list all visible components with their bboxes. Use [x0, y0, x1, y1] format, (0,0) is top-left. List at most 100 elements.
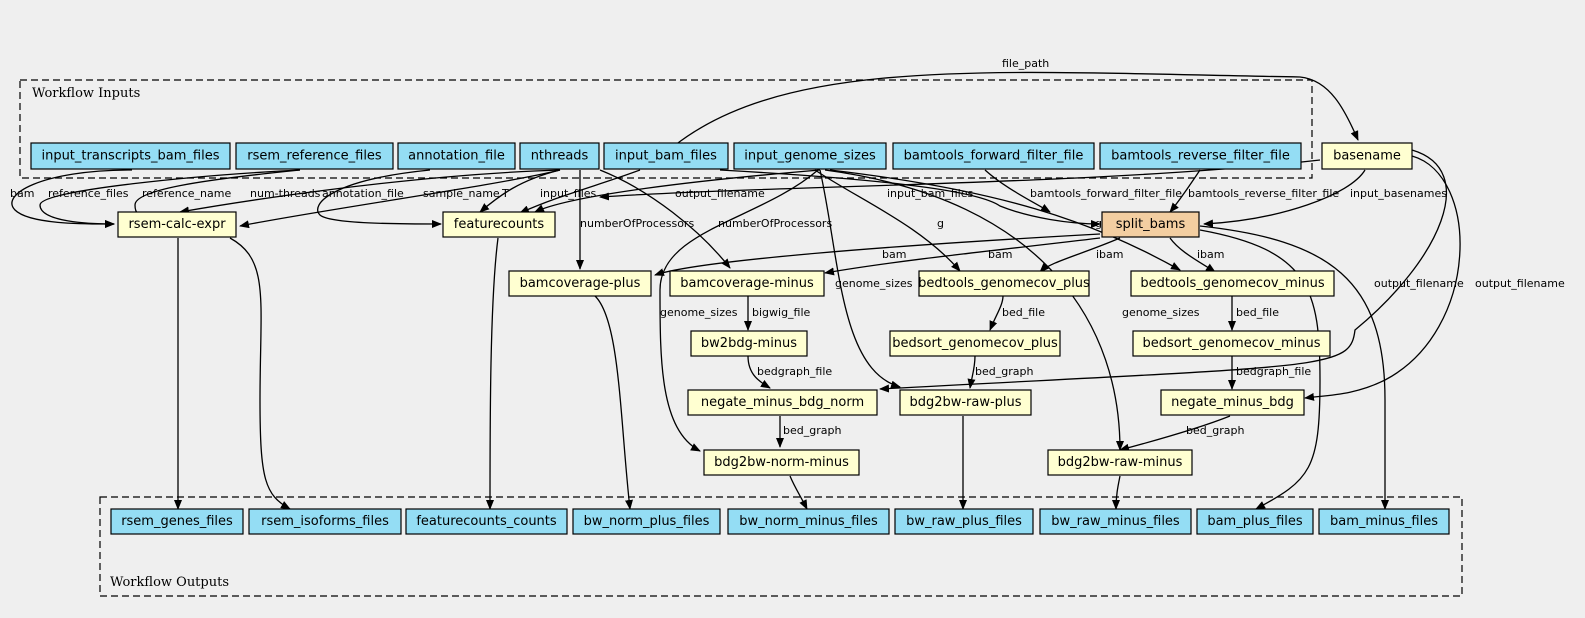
- node-bamtools-forward-filter-file[interactable]: bamtools_forward_filter_file: [892, 142, 1095, 170]
- node-label: basename: [1333, 149, 1401, 164]
- node-label: bdg2bw-raw-plus: [909, 395, 1021, 410]
- node-negate-minus-bdg[interactable]: negate_minus_bdg: [1160, 389, 1305, 416]
- edge-label-output-filename-raw: output_filename: [1475, 277, 1565, 290]
- node-bedsort-genomecov-minus[interactable]: bedsort_genomecov_minus: [1132, 330, 1331, 357]
- node-label: annotation_file: [408, 149, 505, 164]
- node-rsem-isoforms-files[interactable]: rsem_isoforms_files: [248, 508, 402, 535]
- node-bam-plus-files[interactable]: bam_plus_files: [1196, 508, 1314, 535]
- workflow-inputs-title: Workflow Inputs: [32, 86, 140, 101]
- edge-label-input-basenames: input_basenames: [1350, 187, 1447, 200]
- edge-label-bed-file-minus: bed_file: [1236, 306, 1279, 319]
- node-negate-minus-bdg-norm[interactable]: negate_minus_bdg_norm: [687, 389, 878, 416]
- edge: [486, 237, 499, 510]
- node-bw-norm-minus-files[interactable]: bw_norm_minus_files: [727, 508, 890, 535]
- edge: [1039, 237, 1121, 273]
- edge-label-bed-graph-norm-minus: bed_graph: [783, 424, 841, 437]
- edge: [879, 149, 1448, 393]
- edge: [1119, 415, 1231, 452]
- node-bw-raw-minus-files[interactable]: bw_raw_minus_files: [1039, 508, 1192, 535]
- edge: [534, 169, 821, 213]
- edge-label-reference-name: reference_name: [142, 187, 231, 200]
- node-rsem-reference-files[interactable]: rsem_reference_files: [235, 142, 394, 170]
- node-bamcoverage-minus[interactable]: bamcoverage-minus: [669, 270, 825, 297]
- node-bedtools-genomecov-minus[interactable]: bedtools_genomecov_minus: [1130, 270, 1335, 297]
- node-label: nthreads: [531, 149, 589, 164]
- edge-label-annotation-file: annotation_file: [322, 187, 404, 200]
- edge-label-genome-sizes-raw-plus: genome_sizes: [835, 277, 913, 290]
- node-input-genome-sizes[interactable]: input_genome_sizes: [733, 142, 887, 170]
- node-label: bw2bdg-minus: [701, 336, 797, 351]
- node-bw2bdg-minus[interactable]: bw2bdg-minus: [690, 330, 808, 357]
- node-bedsort-genomecov-plus[interactable]: bedsort_genomecov_plus: [889, 330, 1061, 357]
- node-featurecounts[interactable]: featurecounts: [442, 211, 556, 238]
- edge-label-bigwig-file: bigwig_file: [752, 306, 811, 319]
- edge: [673, 71, 1359, 147]
- node-input-transcripts-bam-files[interactable]: input_transcripts_bam_files: [30, 142, 231, 170]
- node-bedtools-genomecov-plus[interactable]: bedtools_genomecov_plus: [918, 270, 1090, 297]
- edge-label-genome-sizes-norm-minus: genome_sizes: [660, 306, 738, 319]
- node-label: bamcoverage-plus: [520, 276, 641, 291]
- node-label: rsem_isoforms_files: [261, 514, 389, 529]
- node-label: featurecounts: [454, 217, 545, 232]
- edge: [179, 169, 561, 215]
- node-split-bams[interactable]: split_bams: [1101, 211, 1200, 238]
- node-label: bedsort_genomecov_minus: [1142, 336, 1320, 351]
- edge-label-num-threads: num-threads: [250, 187, 321, 200]
- edge-label-bed-file-plus: bed_file: [1002, 306, 1045, 319]
- node-label: featurecounts_counts: [416, 514, 557, 529]
- workflow-inputs-cluster: Workflow Inputs: [19, 79, 1313, 179]
- node-label: bedtools_genomecov_minus: [1140, 276, 1325, 291]
- edge: [989, 295, 1004, 331]
- edge: [1203, 169, 1366, 228]
- edge: [719, 169, 1101, 228]
- edge-label-ibam-plus: ibam: [1096, 248, 1124, 261]
- edge-label-output-filename-norm: output_filename: [1374, 277, 1464, 290]
- edge: [239, 169, 561, 229]
- edge: [1199, 229, 1321, 510]
- edge: [1199, 225, 1389, 510]
- node-bw-raw-plus-files[interactable]: bw_raw_plus_files: [894, 508, 1034, 535]
- node-input-bam-files[interactable]: input_bam_files: [603, 142, 729, 170]
- edge-label-file-path: file_path: [1002, 57, 1049, 70]
- node-bdg2bw-raw-plus[interactable]: bdg2bw-raw-plus: [899, 389, 1032, 416]
- node-annotation-file[interactable]: annotation_file: [397, 142, 516, 170]
- node-bw-norm-plus-files[interactable]: bw_norm_plus_files: [572, 508, 721, 535]
- edge-label-bamtools-forward-filter-file: bamtools_forward_filter_file: [1030, 187, 1182, 200]
- node-label: input_genome_sizes: [744, 149, 876, 164]
- edge: [1112, 475, 1121, 510]
- workflow-outputs-cluster: Workflow Outputs: [99, 496, 1463, 597]
- edge-label-g-minus: g: [1095, 217, 1102, 230]
- edge-label-bam: bam: [10, 187, 34, 200]
- node-bdg2bw-norm-minus[interactable]: bdg2bw-norm-minus: [703, 449, 860, 476]
- node-bamtools-reverse-filter-file[interactable]: bamtools_reverse_filter_file: [1099, 142, 1302, 170]
- edge-label-output-filename: output_filename: [675, 187, 765, 200]
- node-rsem-calc-expr[interactable]: rsem-calc-expr: [117, 211, 237, 238]
- edge-label-t: T: [501, 187, 509, 200]
- edge: [654, 233, 1101, 276]
- node-label: negate_minus_bdg: [1171, 395, 1294, 410]
- node-label: bam_minus_files: [1330, 514, 1438, 529]
- node-label: input_transcripts_bam_files: [41, 149, 219, 164]
- node-label: bamcoverage-minus: [680, 276, 814, 291]
- node-label: rsem-calc-expr: [128, 217, 226, 232]
- edge: [317, 169, 442, 228]
- edge-label-ibam-minus: ibam: [1197, 248, 1225, 261]
- edge: [819, 169, 901, 389]
- edge: [599, 169, 731, 269]
- edge-label-bam-minus: bam: [988, 248, 1012, 261]
- edge: [39, 169, 301, 228]
- node-bamcoverage-plus[interactable]: bamcoverage-plus: [508, 270, 652, 297]
- edge-label-bedgraph-file-raw: bedgraph_file: [1236, 365, 1311, 378]
- edge: [1304, 155, 1461, 401]
- node-rsem-genes-files[interactable]: rsem_genes_files: [110, 508, 244, 535]
- node-basename[interactable]: basename: [1321, 142, 1413, 170]
- node-bdg2bw-raw-minus[interactable]: bdg2bw-raw-minus: [1047, 449, 1193, 476]
- node-nthreads[interactable]: nthreads: [519, 142, 600, 170]
- node-featurecounts-counts[interactable]: featurecounts_counts: [405, 508, 568, 535]
- edge-label-bamtools-reverse-filter-file: bamtools_reverse_filter_file: [1188, 187, 1339, 200]
- node-bam-minus-files[interactable]: bam_minus_files: [1318, 508, 1450, 535]
- node-label: bamtools_forward_filter_file: [904, 149, 1084, 164]
- node-label: rsem_genes_files: [121, 514, 233, 529]
